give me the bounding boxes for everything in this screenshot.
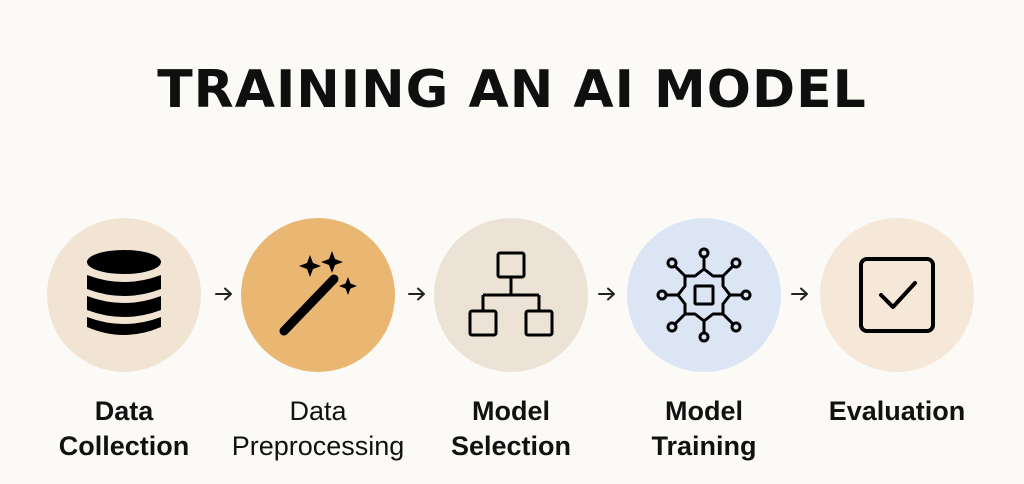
magic-wand-icon [279, 251, 357, 336]
step-label-line: Data [94, 396, 154, 426]
step-label-line: Preprocessing [231, 431, 405, 461]
step-label: Evaluation [797, 394, 997, 429]
step-label: Model Training [604, 394, 804, 464]
step-label: Data Collection [24, 394, 224, 464]
arrow-right-icon [408, 287, 425, 301]
checkbox-icon [859, 257, 935, 333]
step-circle [434, 218, 588, 372]
step-circle [241, 218, 395, 372]
step-label-line: Model [665, 396, 743, 426]
step-evaluation: Evaluation [797, 218, 997, 429]
step-label-line: Data [289, 396, 347, 426]
database-icon [87, 250, 161, 335]
neural-chip-icon [656, 247, 752, 343]
step-label-line: Model [472, 396, 550, 426]
arrow-right-icon [791, 287, 808, 301]
arrow-right-icon [215, 287, 232, 301]
step-circle [627, 218, 781, 372]
step-label: Model Selection [411, 394, 611, 464]
step-data-preprocessing: Data Preprocessing [218, 218, 418, 464]
step-label-line: Selection [450, 431, 572, 461]
step-model-training: Model Training [604, 218, 804, 464]
step-label-line: Collection [58, 431, 190, 461]
step-data-collection: Data Collection [24, 218, 224, 464]
diagram-title: TRAINING AN AI MODEL [157, 60, 867, 120]
step-label-line: Evaluation [828, 396, 966, 426]
step-label-line: Training [651, 431, 757, 461]
step-label: Data Preprocessing [218, 394, 418, 464]
arrow-right-icon [598, 287, 615, 301]
hierarchy-icon [468, 251, 554, 337]
step-circle [47, 218, 201, 372]
step-circle [820, 218, 974, 372]
step-model-selection: Model Selection [411, 218, 611, 464]
